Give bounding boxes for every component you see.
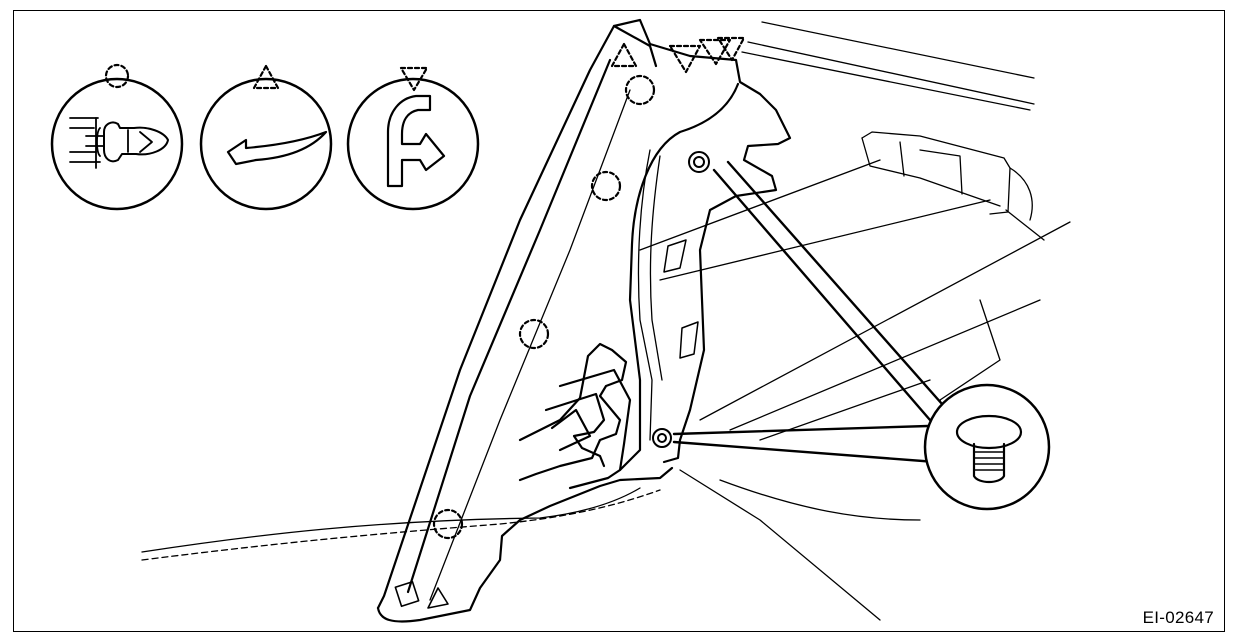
dashed-triangle-up-symbol xyxy=(252,64,280,90)
rivet-hole-lower xyxy=(652,428,672,448)
claw-icon xyxy=(386,94,446,188)
rivet-hole-upper xyxy=(688,151,710,173)
dashed-triangle-down-symbol xyxy=(399,66,429,92)
callout-push-rivet xyxy=(923,383,1051,511)
legend-clip xyxy=(50,63,184,211)
rivet-holes xyxy=(652,151,710,448)
claw-location-1 xyxy=(668,44,702,74)
fastener-locations xyxy=(432,36,746,540)
clip-location-1 xyxy=(624,74,656,106)
pillar-trim-panel xyxy=(376,18,792,623)
leader-lines xyxy=(672,160,944,464)
legend-hook xyxy=(199,64,333,211)
hook-location-1 xyxy=(610,42,638,68)
clip-location-2 xyxy=(590,170,622,202)
legend-claw xyxy=(346,66,480,211)
foot-hook-triangle xyxy=(427,587,449,609)
clip-location-3 xyxy=(518,318,550,350)
foot-slot xyxy=(394,580,420,608)
figure-code: EI-02647 xyxy=(1142,608,1214,627)
legend xyxy=(50,63,480,211)
figure-frame xyxy=(13,10,1225,632)
dashed-circle-symbol xyxy=(104,63,130,89)
claw-location-3 xyxy=(716,36,746,62)
clip-location-4 xyxy=(432,508,464,540)
push-rivet-icon xyxy=(955,414,1023,484)
clip-icon xyxy=(69,117,169,169)
claw-location-2 xyxy=(698,38,732,66)
vehicle-interior xyxy=(141,21,1071,621)
hook-icon xyxy=(226,130,328,166)
